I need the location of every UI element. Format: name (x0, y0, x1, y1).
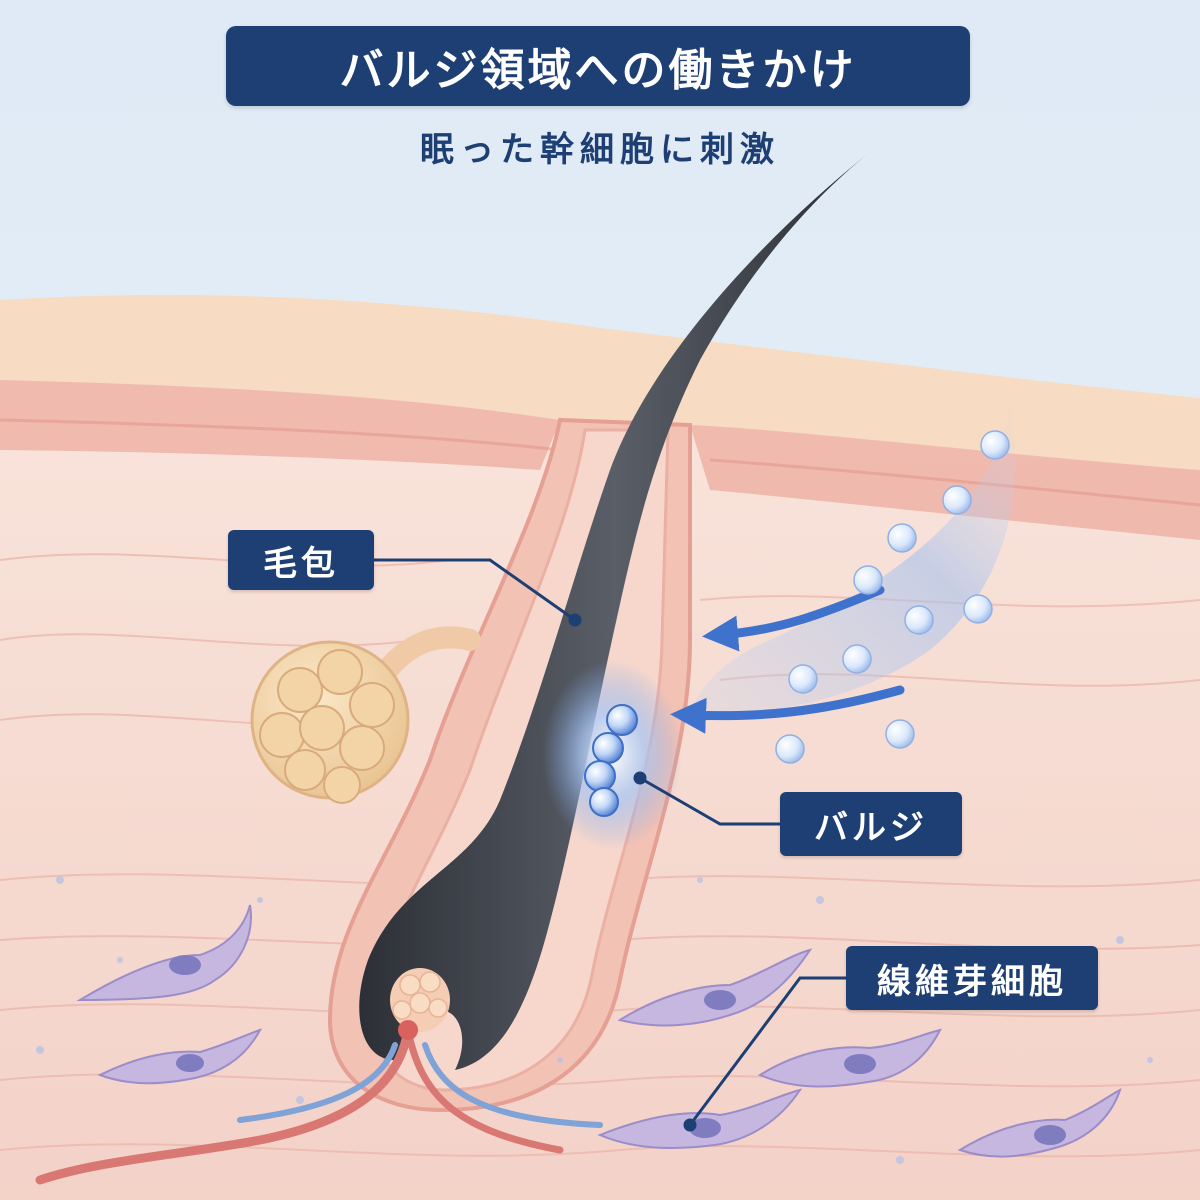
label-bulge: バルジ (780, 792, 962, 856)
leader-lines (374, 558, 846, 1132)
fibroblast-cell (757, 1028, 942, 1088)
leader-line-fibroblast (688, 976, 846, 1126)
dermis-dots (36, 876, 1153, 1164)
dermal-papilla (390, 968, 450, 1032)
stimulus-stream (690, 400, 1016, 713)
leader-dot-bulge (633, 771, 647, 785)
label-hair-follicle: 毛包 (228, 530, 374, 590)
epidermis-surface (0, 295, 1200, 470)
sebaceous-gland (250, 626, 481, 804)
arrow-stimulus-lower (670, 685, 905, 734)
epidermis-stripe (0, 418, 561, 452)
fibroblast-cell (597, 1088, 803, 1149)
fibroblast-cell (76, 904, 252, 1002)
fibroblast-cell (617, 948, 813, 1027)
leader-dot-fibroblast (683, 1118, 697, 1132)
fibroblast-cells (76, 904, 1122, 1158)
hair-shaft (359, 152, 870, 1070)
epidermis-lower-right (690, 425, 1200, 540)
bulge-stem-cells (584, 704, 638, 817)
epidermis-stripe-right (709, 458, 1200, 507)
fibroblast-cell (957, 1088, 1122, 1158)
leader-dot-follicle (568, 613, 582, 627)
stimulus-particles (775, 430, 1010, 764)
label-fibroblast: 線維芽細胞 (846, 946, 1098, 1010)
leader-line-follicle (374, 558, 576, 622)
blood-vessels (35, 1020, 603, 1185)
arrow-stimulus-upper (702, 585, 885, 652)
page-title: バルジ領域への働きかけ (226, 26, 970, 106)
fibroblast-cell (97, 1028, 263, 1085)
leader-line-bulge (639, 776, 780, 826)
page-subtitle: 眠った幹細胞に刺激 (420, 130, 780, 170)
epidermis-lower (0, 380, 560, 470)
